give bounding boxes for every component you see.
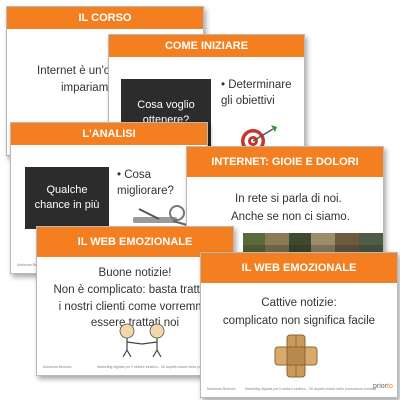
slide-title: INTERNET: GIOIE E DOLORI: [187, 147, 383, 177]
slide-text-line2: Anche se non ci siamo.: [231, 211, 350, 223]
handshake-figures-illustration: [119, 323, 165, 357]
slide-footer: Marianna Bertoldo: [17, 263, 46, 267]
slide-text-line1: In rete si parla di noi.: [235, 193, 342, 205]
slide-footer-left: Marianna Bertoldo: [207, 387, 236, 391]
slide-bullet: • Cosa migliorare?: [117, 169, 174, 198]
chance-box-text: Qualche chance in più: [34, 184, 100, 211]
slide-text-line2: complicato non significa facile: [222, 315, 376, 327]
slide-web-emozionale-2[interactable]: IL WEB EMOZIONALE Cattive notizie: compl…: [200, 252, 398, 398]
slide-web-emozionale-1[interactable]: IL WEB EMOZIONALE Buone notizie! Non è c…: [36, 226, 234, 376]
slide-title: IL CORSO: [7, 7, 203, 29]
photo-strip: [243, 233, 383, 255]
slide-text-line1: Cattive notizie:: [261, 297, 337, 309]
wooden-puzzle-illustration: [274, 334, 318, 378]
slide-footer-mid: Marketing digitale per il settore turist…: [245, 387, 377, 391]
slide-text-line1: Buone notizie!: [98, 267, 172, 279]
tools-illustration: [133, 205, 188, 226]
slide-bullet: • Determinare gli obiettivi: [221, 79, 292, 108]
chance-box: Qualche chance in più: [25, 167, 109, 229]
slide-title: L'ANALISI: [11, 123, 207, 145]
priorto-logo: priorto: [373, 383, 393, 390]
slide-title: IL WEB EMOZIONALE: [201, 253, 397, 283]
slide-text-line1: Internet è un'o: [37, 65, 111, 77]
slide-text-line2: impariamo: [61, 82, 115, 94]
slide-title: COME INIZIARE: [109, 35, 304, 57]
slide-footer-left: Marianna Bertoldo: [43, 365, 72, 369]
slide-footer-mid: Marketing digitale per il settore turist…: [97, 365, 229, 369]
